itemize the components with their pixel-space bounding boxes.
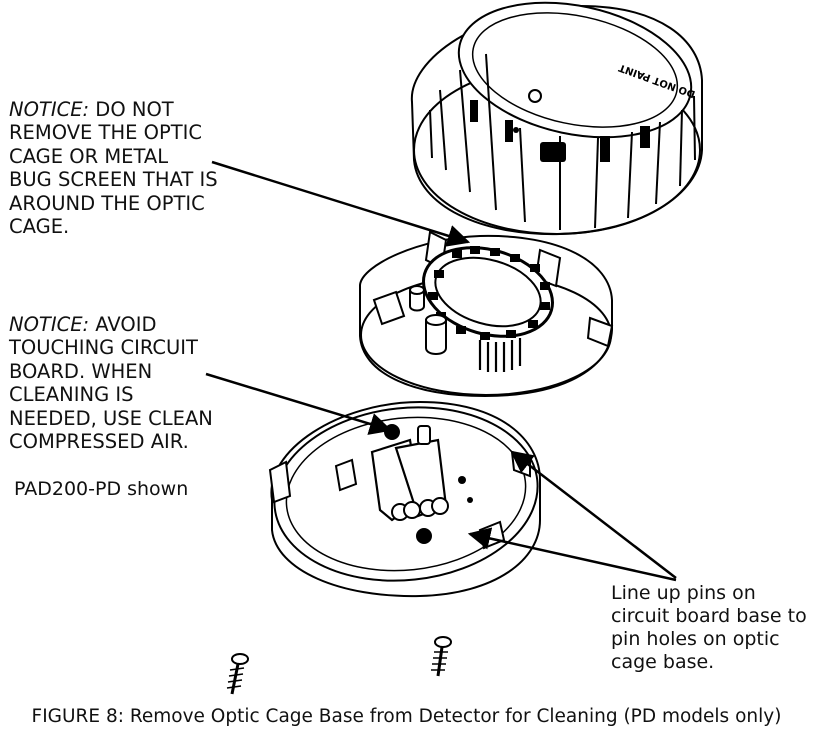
figure-caption: FIGURE 8: Remove Optic Cage Base from De… <box>31 706 782 727</box>
optic-cage-base <box>359 230 614 398</box>
notice-optic-cage: NOTICE: DO NOT REMOVE THE OPTIC CAGE OR … <box>9 98 249 238</box>
notice-text: DO NOT REMOVE THE OPTIC CAGE OR METAL BU… <box>9 98 218 239</box>
screw-left <box>226 653 249 695</box>
arrow-to-pin-lower <box>467 527 677 582</box>
pin-alignment-instruction: Line up pins on circuit board base to pi… <box>611 582 807 673</box>
arrow-to-optic-cage <box>211 160 471 247</box>
notice-text: AVOID TOUCHING CIRCUIT BOARD. WHEN CLEAN… <box>9 313 213 454</box>
notice-circuit-board: NOTICE: AVOID TOUCHING CIRCUIT BOARD. WH… <box>9 313 249 453</box>
detector-cover <box>410 1 703 236</box>
arrow-to-pin-hole-upper <box>510 450 677 579</box>
screw-right <box>431 636 452 677</box>
notice-label: NOTICE: <box>9 98 90 121</box>
arrow-to-circuit-board <box>205 372 393 435</box>
model-label: PAD200-PD shown <box>14 478 189 500</box>
circuit-board-base <box>268 400 541 598</box>
notice-label: NOTICE: <box>9 313 90 336</box>
